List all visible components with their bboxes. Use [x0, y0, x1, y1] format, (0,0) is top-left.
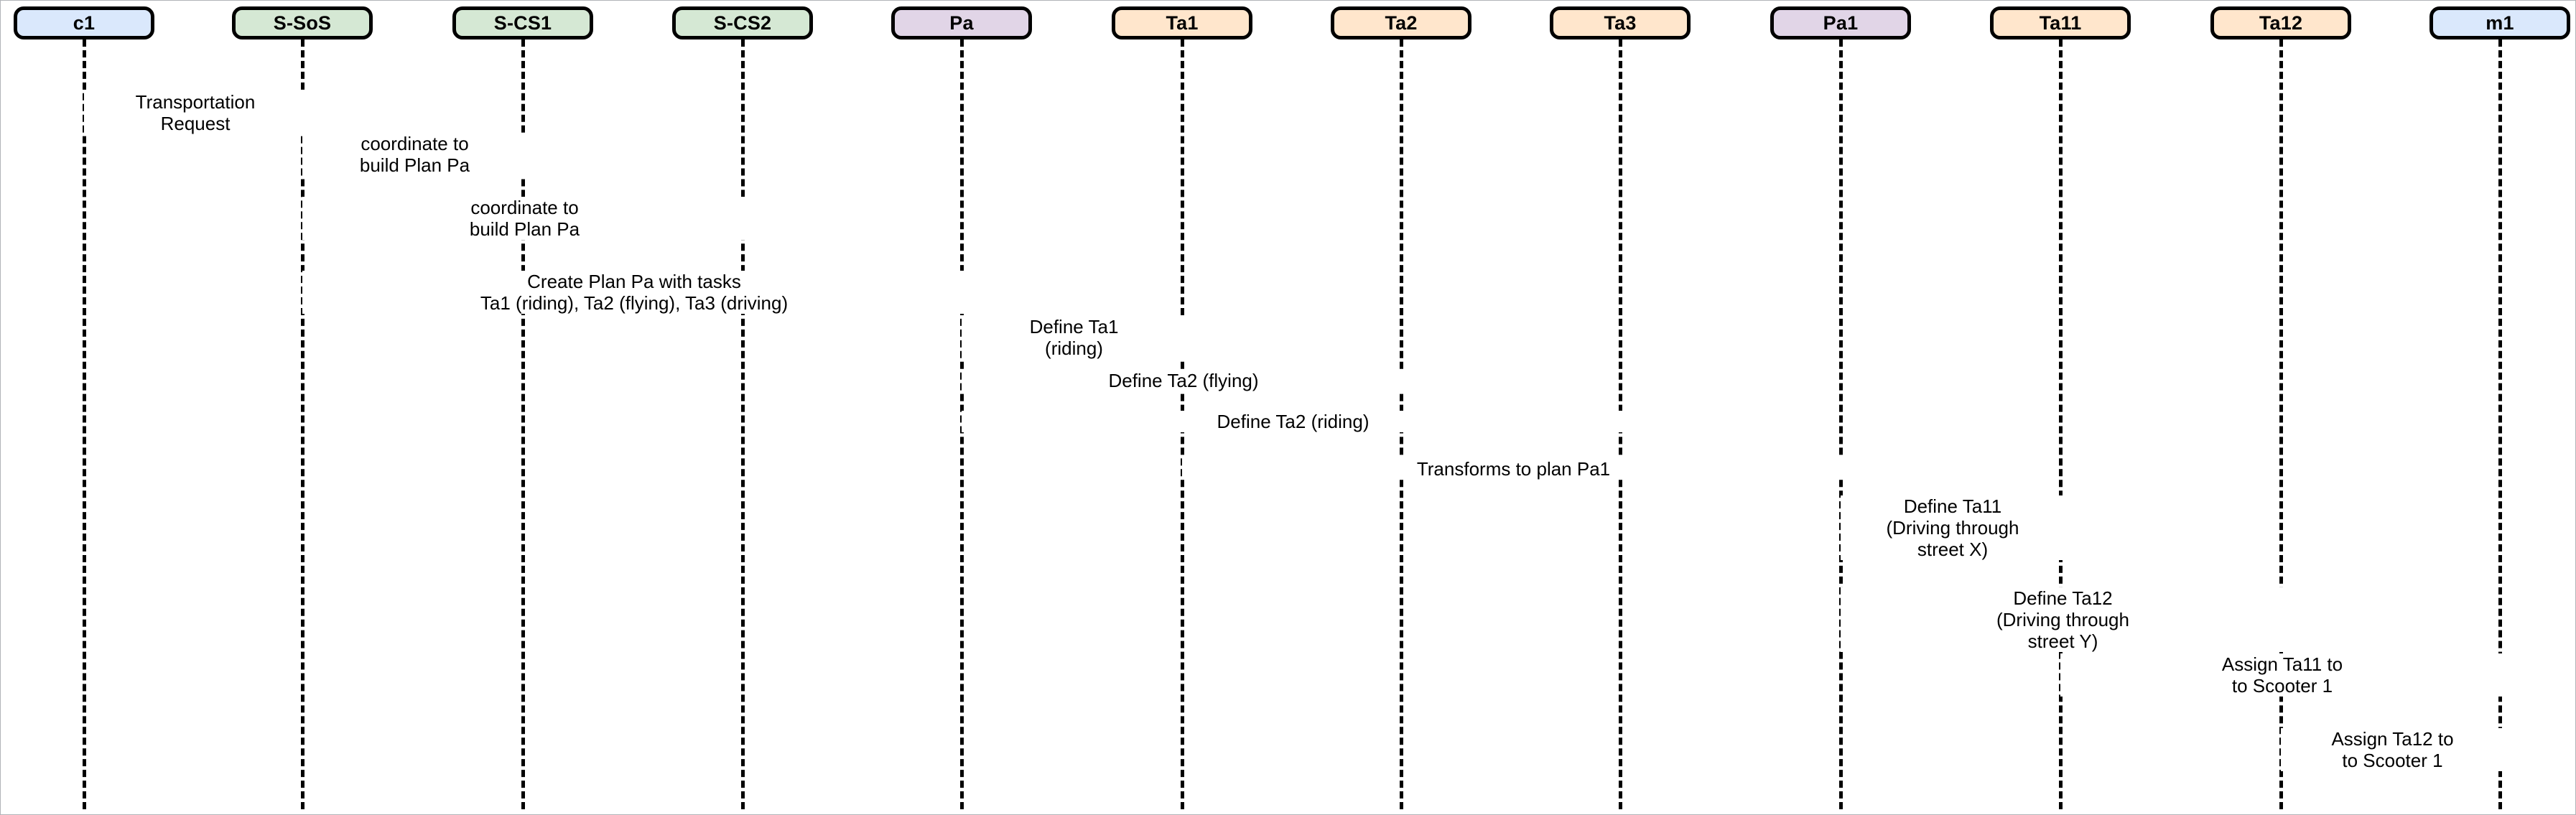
participant-label: Ta2: [1385, 11, 1418, 34]
participant-c1[interactable]: c1: [14, 6, 154, 39]
message-label: Transportation Request: [84, 91, 307, 135]
participant-ta3[interactable]: Ta3: [1550, 6, 1691, 39]
participant-label: Ta1: [1166, 11, 1199, 34]
message-label: Define Ta11 (Driving through street X): [1841, 495, 2065, 561]
message-label: Define Ta12 (Driving through street Y): [1841, 587, 2285, 653]
participant-label: Ta11: [2039, 11, 2082, 34]
lifeline-scs2: [741, 39, 745, 809]
participant-ta11[interactable]: Ta11: [1990, 6, 2131, 39]
participant-label: c1: [73, 11, 96, 34]
lifeline-ssos: [301, 39, 304, 809]
participant-label: m1: [2486, 11, 2514, 34]
lifeline-scs1: [521, 39, 525, 809]
participant-ssos[interactable]: S-SoS: [232, 6, 373, 39]
participant-label: Pa1: [1823, 11, 1859, 34]
message-label: coordinate to build Plan Pa: [302, 133, 527, 177]
message-label: Define Ta2 (flying): [962, 370, 1405, 392]
message-label: Define Ta2 (riding): [962, 411, 1624, 433]
participant-pa[interactable]: Pa: [891, 6, 1032, 39]
participant-label: S-SoS: [273, 11, 332, 34]
participant-label: S-CS2: [713, 11, 772, 34]
message-label: Transforms to plan Pa1: [1182, 458, 1845, 480]
message-label: Assign Ta12 to to Scooter 1: [2281, 728, 2504, 772]
lifeline-m1: [2498, 39, 2502, 809]
participant-ta1[interactable]: Ta1: [1112, 6, 1252, 39]
participant-scs1[interactable]: S-CS1: [452, 6, 593, 39]
lifeline-pa1: [1839, 39, 1843, 809]
lifeline-c1: [83, 39, 86, 809]
participant-label: Pa: [949, 11, 974, 34]
participant-label: Ta12: [2259, 11, 2303, 34]
participant-pa1[interactable]: Pa1: [1770, 6, 1911, 39]
lifeline-ta11: [2059, 39, 2063, 809]
message-label: Define Ta1 (riding): [962, 316, 1186, 360]
participant-scs2[interactable]: S-CS2: [672, 6, 813, 39]
participant-label: S-CS1: [493, 11, 552, 34]
participant-m1[interactable]: m1: [2429, 6, 2570, 39]
message-label: Assign Ta11 to to Scooter 1: [2060, 653, 2504, 697]
message-label: Create Plan Pa with tasks Ta1 (riding), …: [302, 271, 966, 315]
participant-label: Ta3: [1604, 11, 1637, 34]
participant-ta12[interactable]: Ta12: [2210, 6, 2351, 39]
lifeline-ta12: [2279, 39, 2283, 809]
participant-ta2[interactable]: Ta2: [1331, 6, 1471, 39]
message-label: coordinate to build Plan Pa: [302, 197, 747, 241]
